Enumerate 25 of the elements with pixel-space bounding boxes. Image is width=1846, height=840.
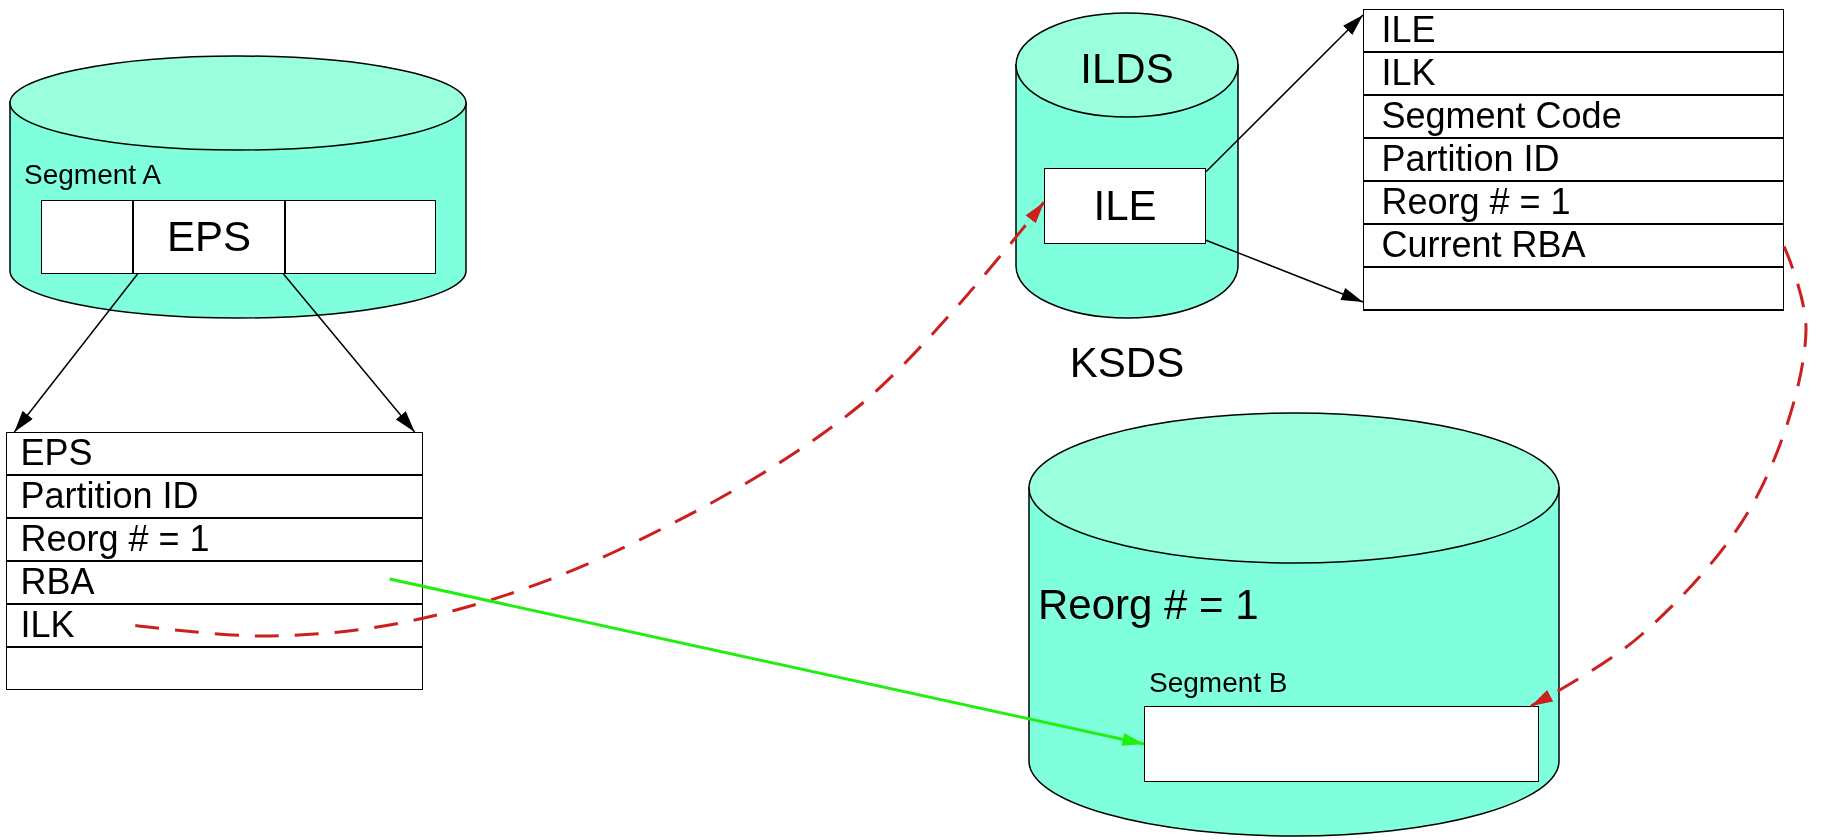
- cylinder-label: Reorg # = 1: [1038, 584, 1259, 626]
- arrow: [13, 273, 139, 433]
- dashed-arrow: [1530, 245, 1808, 708]
- record-field: Partition ID: [5, 474, 423, 518]
- segment-label: Segment B: [1149, 669, 1288, 697]
- arrow: [1205, 239, 1364, 303]
- arrow: [1205, 14, 1364, 173]
- record-field: RBA: [5, 560, 423, 604]
- record-cell: EPS: [133, 200, 285, 274]
- record-field: [1362, 267, 1784, 311]
- record-field: Current RBA: [1362, 224, 1784, 268]
- arrow: [389, 577, 1145, 746]
- record-field: Reorg # = 1: [1362, 181, 1784, 225]
- record-field: ILK: [5, 603, 423, 647]
- record-table: [1363, 9, 1784, 311]
- cylinder-label: Segment A: [24, 161, 161, 189]
- dashed-arrow: [135, 201, 1046, 638]
- record-field: Reorg # = 1: [5, 517, 423, 561]
- record-cell: ILE: [1044, 168, 1206, 244]
- cylinder-label: ILDS: [1079, 48, 1175, 90]
- caption-label: KSDS: [1068, 342, 1186, 384]
- record-field: Segment Code: [1362, 94, 1784, 138]
- record-field: Partition ID: [1362, 137, 1784, 182]
- arrow: [282, 273, 416, 433]
- record-field: ILK: [1362, 51, 1784, 95]
